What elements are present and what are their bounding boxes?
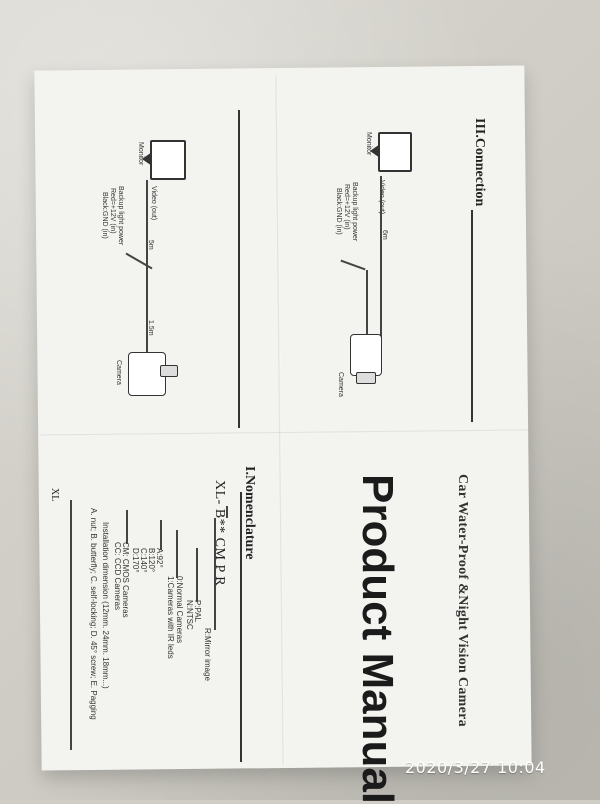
cable-length-1-5m: 1.5m [147, 320, 154, 336]
code-branch [196, 548, 198, 602]
angle-a-label: A:92° [155, 548, 164, 568]
black-gnd-label: Black:GND (in) [335, 188, 342, 235]
ir-cameras-label: 1:Cameras with IR leds [166, 576, 175, 659]
backup-power-label: Backup light power [117, 186, 124, 246]
angle-d-label: D:170° [131, 548, 140, 573]
monitor-icon [378, 132, 412, 172]
pal-label: P:PAL [193, 600, 202, 623]
black-gnd-label: Black:GND (in) [101, 192, 108, 239]
camera-label: Camera [115, 360, 122, 385]
photo-timestamp: 2020/3/27 10:04 [405, 758, 546, 777]
cable-length-6m: 6m [381, 230, 388, 240]
xl-branch [70, 500, 72, 750]
angle-b-label: B:120° [147, 548, 156, 573]
mirror-label: R:Mirror image [203, 628, 212, 681]
monitor-label: Monitor [137, 142, 144, 166]
installation-dimension-label: Installation dimension (12mm. 24mm. 18mm… [101, 522, 110, 689]
connection-heading: III.Connection [472, 118, 487, 207]
video-cable [380, 176, 382, 352]
red-12v-label: Red=+12V (in) [109, 188, 116, 234]
left-panel-rule [238, 110, 240, 428]
code-branch [126, 510, 128, 544]
code-branch [214, 518, 216, 630]
xl-label: XL [49, 488, 60, 502]
cmos-label: CM: CMOS Cameras [121, 542, 130, 618]
ccd-label: CC: CCD Cameras [113, 542, 122, 611]
normal-cameras-label: 0:Normal Cameras [175, 576, 184, 644]
angle-c-label: C:140° [139, 548, 148, 573]
nomenclature-heading: I.Nomenclature [242, 466, 257, 560]
power-cable [366, 270, 368, 348]
camera-icon [128, 352, 166, 396]
product-manual-title: Product Manual [353, 474, 402, 804]
car-title: Car Water-Proof &Night Vision Camera [455, 474, 470, 727]
monitor-stand-icon [370, 144, 380, 158]
nomenclature-rule [240, 492, 242, 762]
camera-mount-icon [356, 372, 376, 384]
cable-length-5m: 5m [147, 240, 154, 250]
connection-rule [471, 210, 473, 422]
camera-icon [350, 334, 382, 376]
monitor-stand-icon [142, 152, 152, 166]
camera-bracket-icon [160, 365, 178, 377]
code-branch [160, 520, 162, 550]
code-branch [176, 530, 178, 578]
monitor-label: Monitor [365, 132, 372, 156]
monitor-icon [150, 140, 186, 180]
backup-power-label: Backup light power [351, 182, 358, 242]
mount-types-label: A. nut; B. butterfly; C. self-locking; D… [89, 508, 98, 720]
code-tick [226, 506, 228, 518]
video-out-label: Video (out) [150, 186, 157, 221]
video-cable [146, 180, 148, 358]
camera-label: Camera [337, 372, 344, 397]
red-12v-label: Red=+12V (in) [343, 184, 350, 230]
ntsc-label: N:NTSC [185, 600, 194, 630]
